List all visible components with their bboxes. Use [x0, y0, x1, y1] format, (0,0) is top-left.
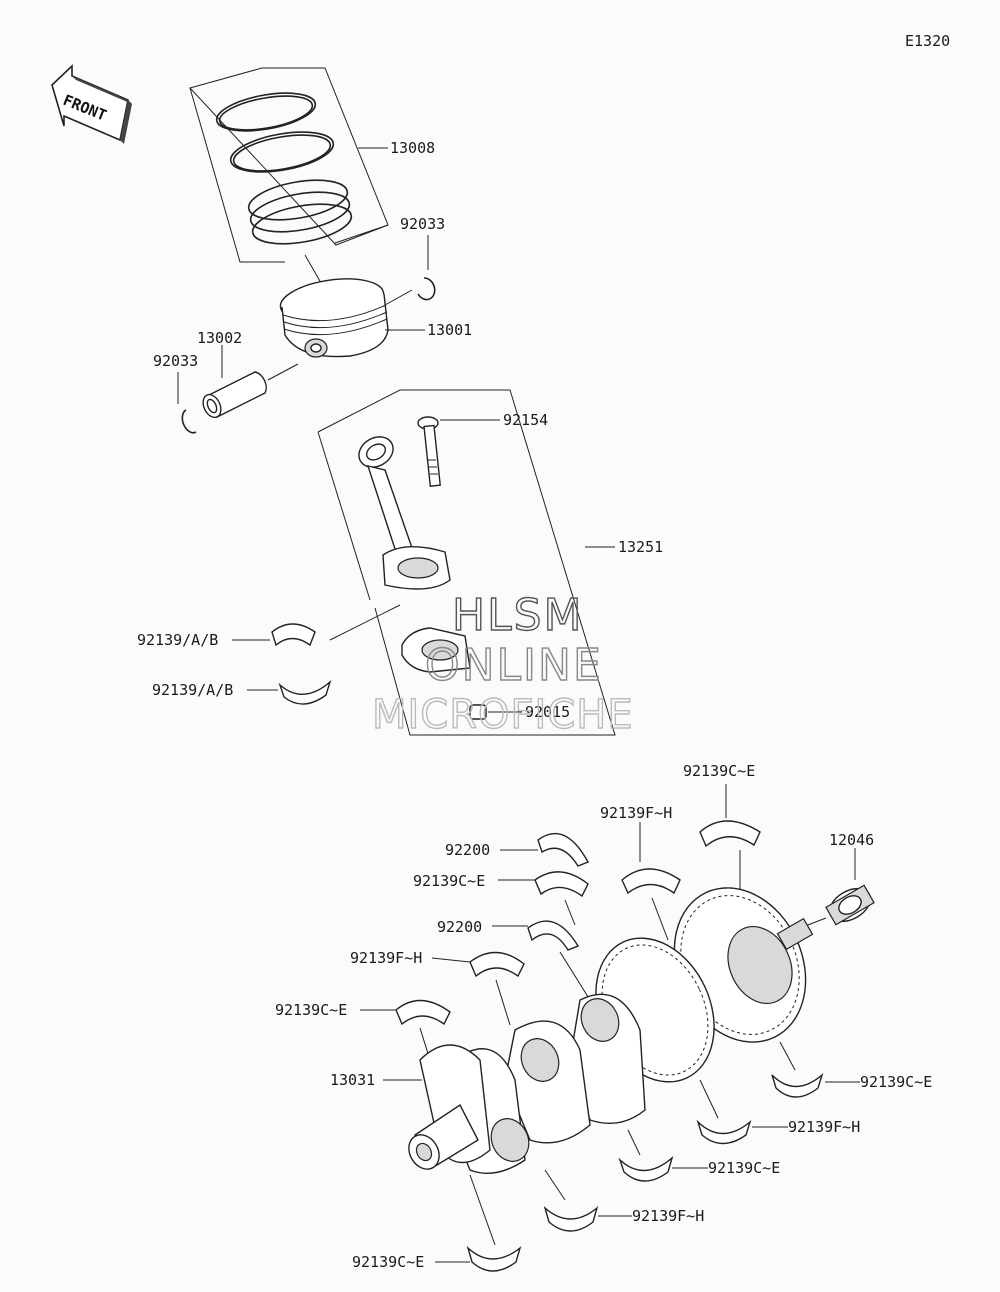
- conrod-bearing-lower: [247, 679, 332, 705]
- main-bearing-top-mid: [621, 822, 681, 941]
- callout-12046: 12046: [829, 831, 874, 849]
- piston: [279, 254, 389, 358]
- main-bearing-top-right: [699, 784, 761, 892]
- watermark-line1: HLSM: [452, 590, 584, 641]
- callout-92139ce-upper-left-1: 92139C~E: [413, 872, 485, 890]
- watermark-line3: MICROFICHE: [372, 692, 634, 738]
- conrod-nut: [469, 704, 522, 720]
- main-bearing-lower-right-1: [771, 1041, 860, 1098]
- watermark: HLSM ONLINE MICROFICHE: [371, 589, 634, 738]
- callout-92139fh-upper-left-2: 92139F~H: [350, 949, 422, 967]
- callout-92139fh-lower-right-4: 92139F~H: [632, 1207, 704, 1225]
- main-bearing-lower-right-2: [696, 1079, 788, 1145]
- main-bearing-upper-left-1: [498, 871, 589, 926]
- callout-92033-right: 92033: [400, 215, 445, 233]
- callout-92139fh-lower-right-2: 92139F~H: [788, 1118, 860, 1136]
- conrod-assembly-frame: [317, 389, 616, 736]
- callout-92139ce-lower-right-1: 92139C~E: [860, 1073, 932, 1091]
- callout-92139-ab-lower: 92139/A/B: [152, 681, 233, 699]
- callout-13002: 13002: [197, 329, 242, 347]
- callout-13001: 13001: [427, 321, 472, 339]
- main-bearing-lower-left: [435, 1174, 522, 1272]
- crankshaft: [408, 887, 814, 1174]
- callout-92015: 92015: [525, 703, 570, 721]
- callout-13008: 13008: [390, 139, 435, 157]
- front-arrow-icon: FRONT: [51, 64, 132, 144]
- callout-92139ce-lower-left: 92139C~E: [352, 1253, 424, 1271]
- callout-92154: 92154: [503, 411, 548, 429]
- main-bearing-lower-right-4: [543, 1169, 632, 1232]
- conrod-bearing-upper: [232, 604, 401, 647]
- callout-92200-upper: 92200: [445, 841, 490, 859]
- piston-ring-set: [189, 67, 389, 263]
- callout-13031: 13031: [330, 1071, 375, 1089]
- callout-92139-ab-upper: 92139/A/B: [137, 631, 218, 649]
- main-bearing-lower-right-3: [618, 1129, 708, 1182]
- main-bearing-upper-left-2: [431, 951, 525, 1026]
- thrust-washer-lower: [492, 920, 591, 1001]
- conrod-bolt: [417, 416, 500, 487]
- watermark-line2: ONLINE: [425, 640, 603, 691]
- connecting-rod: [358, 436, 451, 590]
- callout-13251: 13251: [618, 538, 663, 556]
- callout-92200-lower: 92200: [437, 918, 482, 936]
- callout-92139ce-top-right: 92139C~E: [683, 762, 755, 780]
- callout-92033-left: 92033: [153, 352, 198, 370]
- crank-gear: [799, 848, 875, 929]
- snap-ring-left: [177, 372, 197, 434]
- thrust-washer-upper: [500, 832, 589, 867]
- figure-code: E1320: [905, 32, 950, 50]
- conrod-cap: [401, 627, 471, 673]
- callout-92139ce-upper-left-3: 92139C~E: [275, 1001, 347, 1019]
- snap-ring-right: [384, 235, 436, 306]
- callout-92139ce-lower-right-3: 92139C~E: [708, 1159, 780, 1177]
- callout-92139fh-top-mid: 92139F~H: [600, 804, 672, 822]
- piston-pin: [202, 345, 299, 419]
